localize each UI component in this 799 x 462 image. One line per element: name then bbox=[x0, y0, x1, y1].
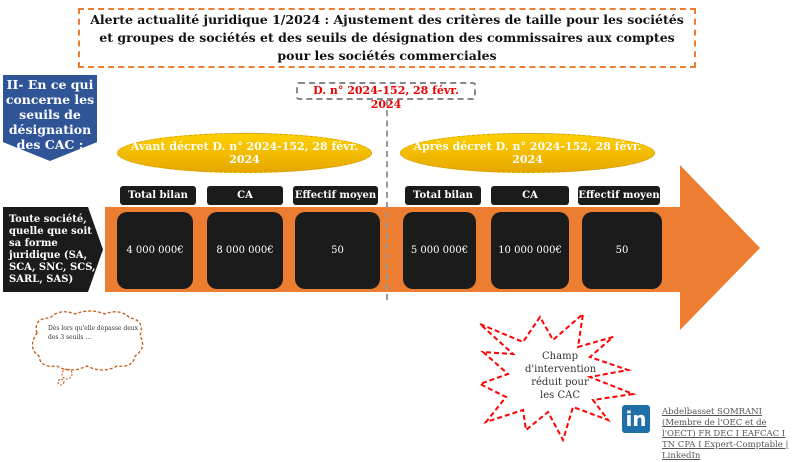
star-note: Champ d'intervention réduit pour les CAC bbox=[525, 351, 597, 401]
thought-cloud bbox=[31, 310, 144, 386]
header-total-bilan: Total bilan bbox=[405, 186, 481, 205]
cloud-note: Dès lors qu'elle dépasse deux des 3 seui… bbox=[48, 325, 138, 341]
entity-label: Toute société, quelle que soit sa forme … bbox=[3, 207, 103, 292]
after-decree-label: Après décret D. n° 2024-152, 28 févr. 20… bbox=[400, 133, 655, 173]
value-effectif-after: 50 bbox=[582, 212, 662, 289]
header-effectif: Effectif moyen bbox=[293, 186, 378, 205]
linkedin-icon: in bbox=[622, 405, 650, 433]
header-total-bilan: Total bilan bbox=[120, 186, 196, 205]
header-ca: CA bbox=[491, 186, 569, 205]
page-title: Alerte actualité juridique 1/2024 : Ajus… bbox=[78, 8, 696, 68]
section-label: II- En ce qui concerne les seuils de dés… bbox=[3, 75, 97, 161]
header-ca: CA bbox=[207, 186, 283, 205]
value-total-bilan-before: 4 000 000€ bbox=[117, 212, 193, 289]
value-ca-after: 10 000 000€ bbox=[491, 212, 569, 289]
divider-line bbox=[386, 100, 388, 300]
value-ca-before: 8 000 000€ bbox=[207, 212, 283, 289]
decree-label: D. n° 2024-152, 28 févr. 2024 bbox=[296, 82, 476, 111]
author-credit-link[interactable]: Abdelbasset SOMRANI (Membre de l'OEC et … bbox=[662, 407, 789, 461]
starburst bbox=[478, 312, 637, 442]
value-total-bilan-after: 5 000 000€ bbox=[403, 212, 476, 289]
header-effectif: Effectif moyen bbox=[578, 186, 660, 205]
value-effectif-before: 50 bbox=[295, 212, 380, 289]
before-decree-label: Avant décret D. n° 2024-152, 28 févr. 20… bbox=[117, 133, 372, 173]
